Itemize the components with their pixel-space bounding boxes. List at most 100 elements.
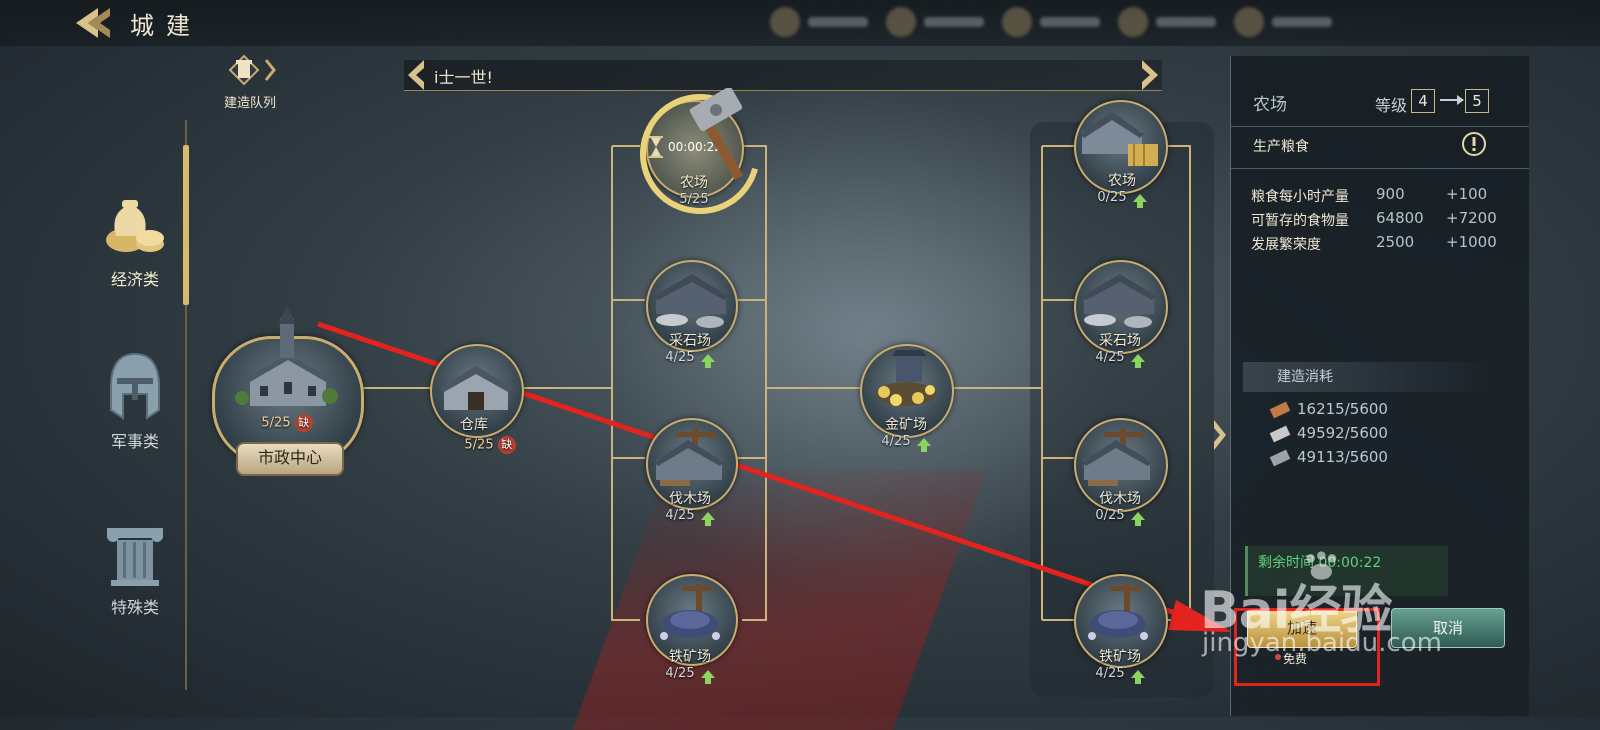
lack-badge: 缺	[294, 414, 313, 432]
annotation-highlight-box	[1234, 608, 1380, 686]
node-name: 伐木场	[669, 491, 711, 507]
quarry-building-icon	[1082, 274, 1156, 328]
upgrade-arrow-icon	[916, 437, 931, 452]
stat-delta: +1000	[1446, 233, 1497, 251]
watermark-brand: Bai经验	[1200, 581, 1393, 641]
resource-icon	[1118, 7, 1148, 37]
resource-strip-blurred	[770, 4, 1460, 40]
resource-icon	[886, 7, 916, 37]
hammer-icon	[689, 88, 744, 181]
speed-up-button[interactable]: 加速	[1247, 608, 1357, 648]
resource-icon	[770, 7, 800, 37]
node-level: 0/25	[1060, 508, 1180, 526]
tab-economy[interactable]: 经济类	[90, 196, 180, 290]
node-quarry[interactable]: 采石场 4/25	[1074, 260, 1174, 372]
stone-icon	[1269, 425, 1291, 442]
stat-value: 2500	[1376, 233, 1415, 251]
node-level: 5/25	[679, 192, 709, 207]
watermark-url: jingyan.baidu.com	[1202, 628, 1442, 658]
node-gold-mine[interactable]: 金矿场 4/25	[860, 344, 960, 456]
node-name: 仓库	[460, 417, 488, 433]
scroll-right-arrow-icon[interactable]	[1212, 418, 1228, 452]
node-level: 4/25	[630, 350, 750, 368]
building-info-panel: 农场 等级 4 5 生产粮食 粮食每小时产量 900 +100 可暂存的食物量 …	[1230, 56, 1529, 716]
quarry-building-icon	[654, 274, 728, 328]
build-queue-button[interactable]: 建造队列	[210, 52, 290, 112]
town-hall-building-icon	[235, 306, 338, 406]
cancel-button[interactable]: 取消	[1391, 608, 1505, 648]
upgrade-timer: 00:00:22	[668, 140, 722, 154]
divider	[1231, 168, 1529, 169]
node-iron-mine[interactable]: 铁矿场 4/25	[1074, 574, 1174, 686]
baidu-paw-watermark-icon	[1306, 551, 1337, 580]
notice-right-arrow-icon[interactable]	[1136, 58, 1162, 92]
free-indicator-dot	[1275, 654, 1281, 660]
tab-special-label: 特殊类	[110, 598, 159, 617]
lumber-mill-building-icon	[654, 428, 724, 486]
upgrade-arrow-icon	[1130, 669, 1145, 684]
iron-icon	[1269, 449, 1291, 466]
node-name: 伐木场	[1099, 491, 1141, 507]
node-level: 0/25	[1062, 190, 1182, 208]
node-farm[interactable]: 农场 0/25	[1074, 100, 1174, 212]
upgrade-arrow-icon	[1130, 511, 1145, 526]
top-bar: 城建	[0, 0, 1600, 46]
upgrade-arrow-icon	[700, 669, 715, 684]
stat-value: 64800	[1376, 209, 1424, 227]
info-exclamation-icon[interactable]	[1461, 131, 1487, 157]
free-label: 免费	[1283, 652, 1308, 666]
node-name: 铁矿场	[669, 649, 711, 665]
node-level: 4/25	[1060, 350, 1180, 368]
node-quarry[interactable]: 采石场 4/25	[646, 260, 746, 372]
back-arrow-icon[interactable]	[74, 6, 120, 40]
stat-value: 900	[1376, 185, 1405, 203]
notice-text: i士一世!	[434, 68, 493, 87]
cost-row-iron: 49113/5600	[1269, 448, 1388, 466]
pillar-icon	[107, 528, 163, 586]
stat-label: 可暂存的食物量	[1251, 213, 1349, 229]
upgrade-arrow-icon	[1130, 353, 1145, 368]
node-name: 采石场	[1099, 333, 1141, 349]
node-level: 4/25	[1060, 666, 1180, 684]
lack-badge: 缺	[497, 436, 516, 454]
stat-delta: +100	[1446, 185, 1488, 203]
node-name: 农场	[1108, 173, 1136, 189]
municipal-center-plaque[interactable]: 市政中心	[236, 442, 344, 476]
node-name: 金矿场	[885, 417, 927, 433]
hourglass-icon	[649, 136, 663, 158]
money-bag-icon	[106, 200, 164, 252]
node-lumber-mill[interactable]: 伐木场 0/25	[1074, 418, 1174, 530]
wood-icon	[1269, 401, 1291, 418]
page-title: 城建	[130, 12, 202, 40]
upgrade-arrow-icon	[1132, 193, 1147, 208]
resource-icon	[1234, 7, 1264, 37]
farm-building-icon	[1080, 112, 1158, 166]
tab-special[interactable]: 特殊类	[90, 522, 180, 618]
node-name: 农场	[680, 175, 708, 191]
remaining-time-box: 剩余时间 00:00:22	[1245, 546, 1448, 596]
cost-row-wood: 16215/5600	[1269, 400, 1388, 418]
node-level: 4/25	[846, 434, 966, 452]
node-iron-mine[interactable]: 铁矿场 4/25	[646, 574, 746, 686]
notice-bar: i士一世!	[404, 60, 1162, 91]
node-lumber-mill[interactable]: 伐木场 4/25	[646, 418, 746, 530]
tab-active-indicator	[183, 145, 189, 305]
panel-level-label: 等级	[1375, 96, 1408, 115]
resource-icon	[1002, 7, 1032, 37]
panel-level-from: 4	[1411, 89, 1435, 113]
panel-building-name: 农场	[1253, 95, 1287, 115]
stat-label: 粮食每小时产量	[1251, 189, 1349, 205]
iron-mine-building-icon	[660, 584, 720, 640]
build-cost-header: 建造消耗	[1243, 362, 1497, 392]
build-queue-label: 建造队列	[223, 96, 276, 111]
tab-economy-label: 经济类	[110, 270, 159, 289]
notice-left-arrow-icon[interactable]	[404, 58, 430, 92]
node-name: 铁矿场	[1099, 649, 1141, 665]
tab-military[interactable]: 军事类	[90, 350, 180, 452]
node-level: 4/25	[630, 666, 750, 684]
stat-label: 发展繁荣度	[1251, 237, 1321, 253]
helmet-icon	[110, 352, 160, 420]
